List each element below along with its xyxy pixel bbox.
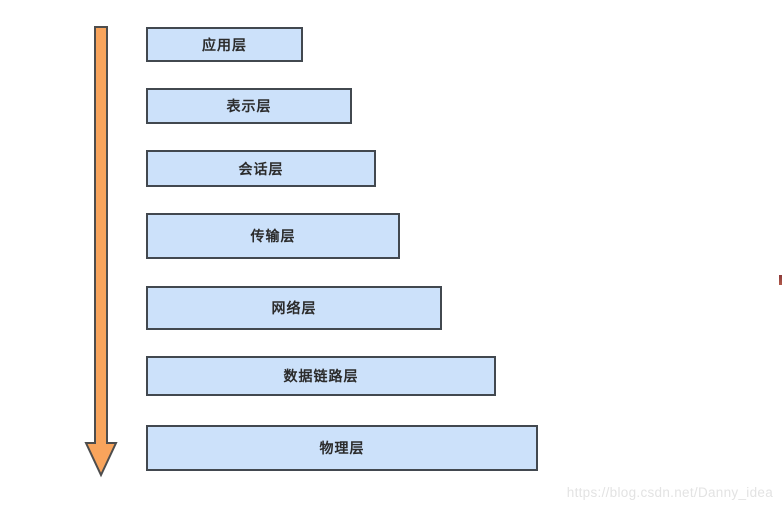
layer-box-network: 网络层 bbox=[146, 286, 442, 330]
layer-box-session: 会话层 bbox=[146, 150, 376, 187]
layer-label-data-link: 数据链路层 bbox=[283, 368, 359, 384]
red-edge-artifact bbox=[779, 275, 782, 285]
layer-box-data-link: 数据链路层 bbox=[146, 356, 496, 396]
down-arrow-icon bbox=[84, 26, 118, 478]
layer-label-network: 网络层 bbox=[271, 300, 317, 316]
layer-label-transport: 传输层 bbox=[250, 228, 296, 244]
layer-label-presentation: 表示层 bbox=[226, 98, 272, 114]
layer-box-presentation: 表示层 bbox=[146, 88, 352, 124]
layer-label-application: 应用层 bbox=[202, 36, 247, 53]
layer-label-physical: 物理层 bbox=[319, 440, 365, 456]
layer-box-transport: 传输层 bbox=[146, 213, 400, 259]
layer-box-physical: 物理层 bbox=[146, 425, 538, 471]
layer-box-application: 应用层 bbox=[146, 27, 303, 62]
layer-label-session: 会话层 bbox=[238, 160, 284, 177]
watermark: https://blog.csdn.net/Danny_idea bbox=[566, 485, 773, 500]
